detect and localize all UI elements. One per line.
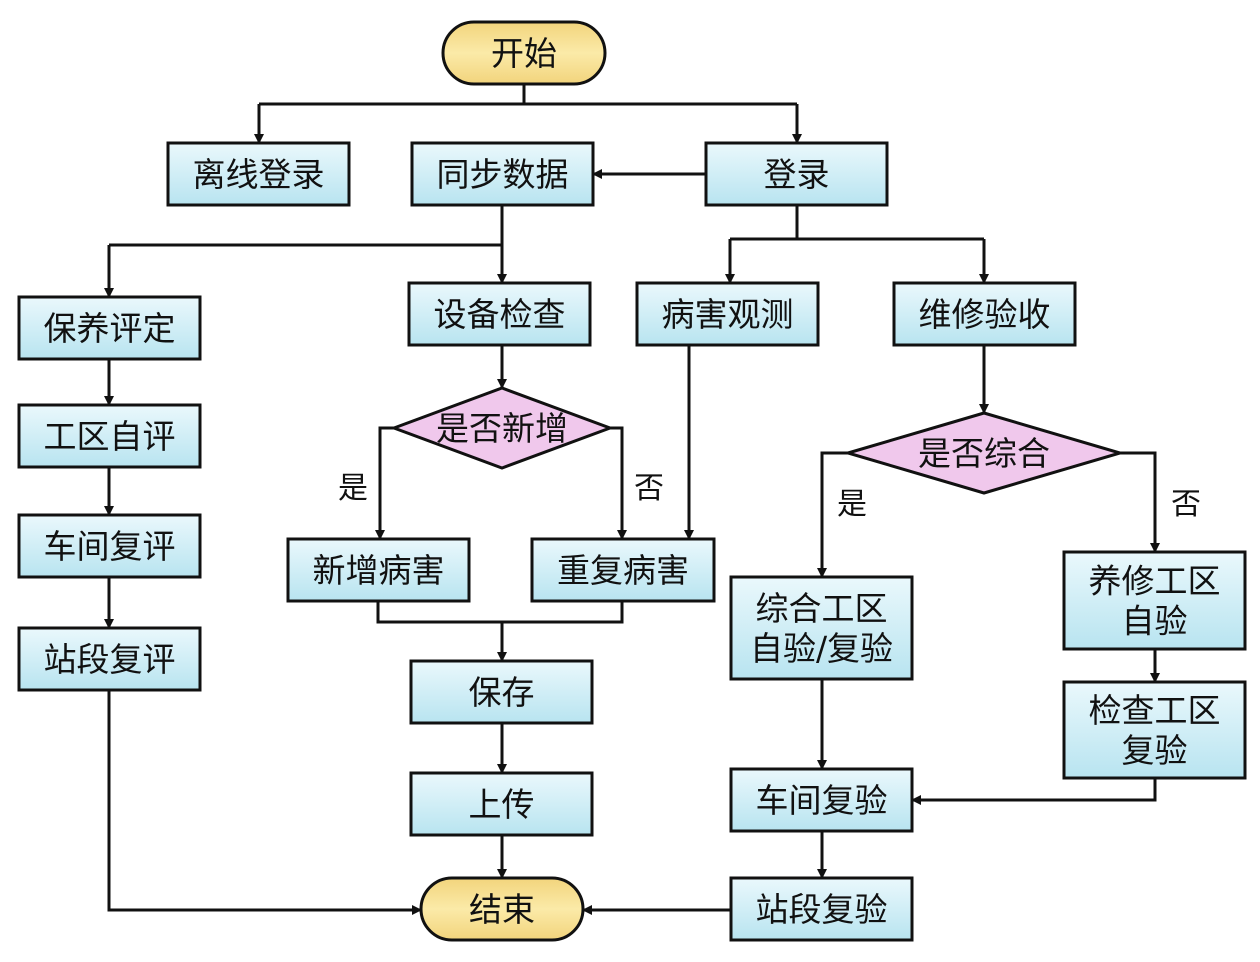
edge-is-comp-yes [817, 451, 848, 578]
node-label: 综合工区 [756, 589, 888, 628]
edge-merge [376, 601, 624, 624]
node-label: 设备检查 [434, 295, 566, 334]
node-label: 是否新增 [436, 409, 568, 448]
node-save: 保存 [409, 659, 594, 725]
node-is-new: 是否新增 [389, 386, 615, 470]
process-shape [1062, 550, 1247, 651]
process-shape [17, 513, 202, 579]
edge-label-is-comprehensive-no: 否 [1171, 487, 1201, 522]
edge-label-is-new-yes: 是 [338, 471, 368, 506]
process-shape [286, 537, 471, 603]
process-shape [166, 141, 351, 207]
node-label: 站段复评 [44, 640, 176, 679]
node-station-re-rating: 站段复评 [17, 626, 202, 692]
node-label: 养修工区 [1089, 562, 1221, 601]
edge-station-rating-to-end [107, 690, 422, 915]
edge-is-new-no [610, 426, 627, 540]
node-is-comprehensive: 是否综合 [842, 411, 1126, 495]
node-repeat-disease: 重复病害 [530, 537, 716, 603]
node-label: 登录 [764, 155, 830, 194]
node-workshop-recheck: 车间复验 [729, 767, 914, 833]
process-shape [530, 537, 716, 603]
edge-label-is-new-no: 否 [634, 471, 664, 506]
process-shape [17, 295, 202, 361]
node-label: 车间复验 [756, 781, 888, 820]
node-label: 保养评定 [44, 309, 176, 348]
node-sync-data: 同步数据 [410, 141, 595, 207]
edge-label-is-comprehensive-yes: 是 [837, 487, 867, 522]
process-shape [729, 767, 914, 833]
decision-shape [389, 386, 615, 470]
process-shape [409, 659, 594, 725]
node-label: 检查工区 [1089, 691, 1221, 730]
node-label: 新增病害 [313, 551, 445, 590]
node-label: 病害观测 [662, 295, 794, 334]
decision-shape [842, 411, 1126, 495]
terminal-shape [441, 20, 607, 86]
node-end: 结束 [419, 876, 585, 942]
node-label: 重复病害 [557, 551, 689, 590]
terminal-shape [419, 876, 585, 942]
process-shape [17, 403, 202, 469]
node-label: 自验/复验 [750, 629, 893, 668]
node-label: 离线登录 [193, 155, 325, 194]
node-login: 登录 [704, 141, 889, 207]
node-label: 维修验收 [919, 295, 1051, 334]
node-start: 开始 [441, 20, 607, 86]
process-shape [407, 281, 592, 347]
node-upload: 上传 [409, 771, 594, 837]
edge-is-comp-no [1120, 451, 1160, 553]
node-equipment-check: 设备检查 [407, 281, 592, 347]
node-label: 同步数据 [437, 155, 569, 194]
node-label: 开始 [491, 34, 557, 73]
node-new-disease: 新增病害 [286, 537, 471, 603]
node-label: 自验 [1122, 602, 1188, 641]
node-disease-observation: 病害观测 [635, 281, 820, 347]
node-label: 上传 [469, 785, 535, 824]
process-shape [704, 141, 889, 207]
process-shape [635, 281, 820, 347]
node-repair-acceptance: 维修验收 [892, 281, 1077, 347]
process-shape [409, 771, 594, 837]
edge-is-new-yes [375, 426, 394, 540]
node-offline-login: 离线登录 [166, 141, 351, 207]
node-label: 结束 [469, 890, 535, 929]
node-label: 复验 [1122, 731, 1188, 770]
node-workshop-re-rating: 车间复评 [17, 513, 202, 579]
process-shape [729, 575, 914, 681]
edge-inspection-to-workshop [911, 778, 1157, 805]
process-shape [729, 876, 914, 942]
node-label: 是否综合 [918, 434, 1050, 473]
node-maintenance-rating: 保养评定 [17, 295, 202, 361]
node-label: 车间复评 [44, 527, 176, 566]
node-station-recheck: 站段复验 [729, 876, 914, 942]
node-label: 站段复验 [756, 890, 888, 929]
node-label: 保存 [469, 673, 535, 712]
node-work-area-self-rating: 工区自评 [17, 403, 202, 469]
process-shape [1062, 680, 1247, 780]
process-shape [410, 141, 595, 207]
process-shape [892, 281, 1077, 347]
node-label: 工区自评 [44, 417, 176, 456]
process-shape [17, 626, 202, 692]
